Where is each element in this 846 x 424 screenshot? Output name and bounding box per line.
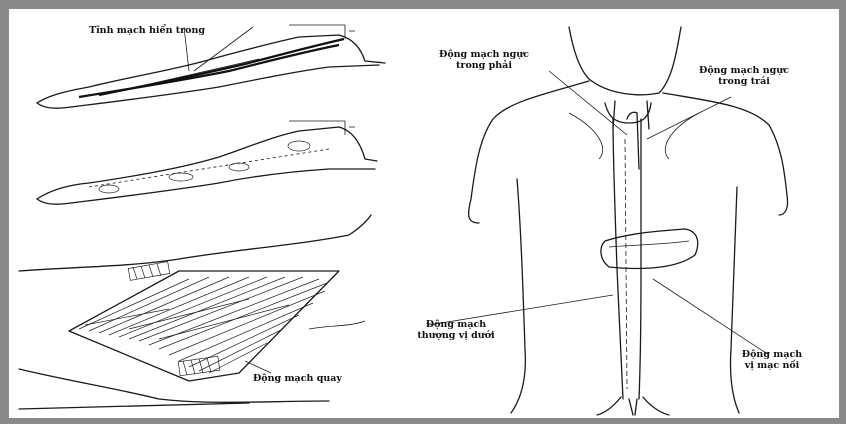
label-right-internal-mammary: Động mạch ngực trong phải [425, 49, 543, 71]
label-saphenous-vein: Tĩnh mạch hiển trong [89, 25, 205, 36]
label-gastroepiploic: Động mạch vị mạc nối [733, 349, 811, 371]
leader-gastroepiploic [653, 279, 769, 355]
leader-left-mammary [647, 97, 731, 139]
label-radial-artery: Động mạch quay [253, 373, 342, 384]
label-left-internal-mammary: Động mạch ngực trong trái [685, 65, 803, 87]
leader-right-mammary [549, 71, 627, 135]
illustration-panel: Tĩnh mạch hiển trong Động mạch quay Động… [9, 9, 839, 418]
label-inferior-epigastric: Động mạch thượng vị dưới [413, 319, 499, 341]
